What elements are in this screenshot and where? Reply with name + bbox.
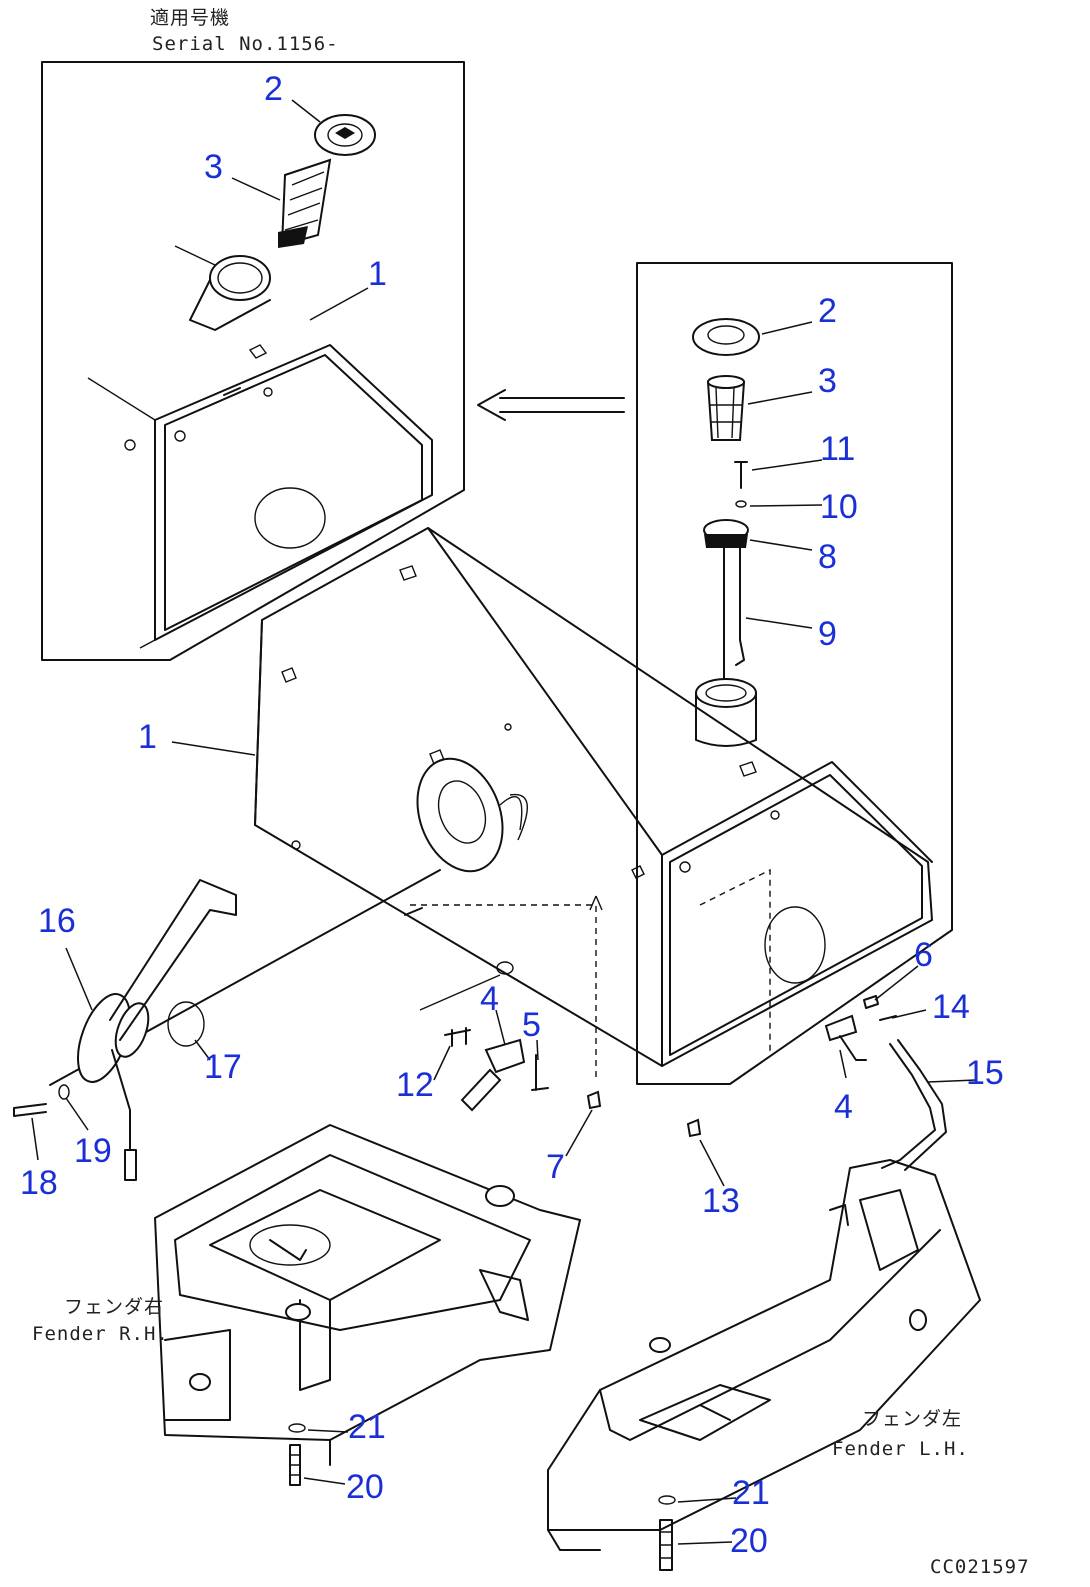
callout-9: 9 <box>818 615 837 653</box>
callout-10: 10 <box>820 488 858 526</box>
right-screw <box>734 461 748 508</box>
right-strainer <box>706 375 746 441</box>
drawing-code: CC021597 <box>930 1556 1030 1578</box>
fender-lh-label-en: Fender L.H. <box>832 1438 969 1460</box>
fender-rh-label-jp: フェンダ右 <box>64 1296 164 1318</box>
callout-21-right: 21 <box>732 1474 770 1512</box>
callout-8: 8 <box>818 538 837 576</box>
inset-filler-neck <box>174 245 271 331</box>
right-level-gauge <box>703 519 749 681</box>
inset-strainer <box>278 158 332 248</box>
callout-15: 15 <box>966 1054 1004 1092</box>
callout-19: 19 <box>74 1132 112 1170</box>
fender-rh-label-en: Fender R.H. <box>32 1323 169 1345</box>
fender-rh-frame <box>154 1124 581 1466</box>
fender-lh-label-jp: フェンダ左 <box>862 1408 962 1430</box>
callout-4-rear: 4 <box>834 1088 853 1126</box>
callout-16: 16 <box>38 902 76 940</box>
callout-20-left: 20 <box>346 1468 384 1506</box>
callout-3-right: 3 <box>818 362 837 400</box>
callout-12: 12 <box>396 1066 434 1104</box>
inset-tank <box>87 344 433 649</box>
inset-frame-right <box>636 262 953 1085</box>
callout-6: 6 <box>914 936 933 974</box>
drain-plug <box>586 895 702 1138</box>
callout-1-main: 1 <box>138 718 157 756</box>
callout-5: 5 <box>522 1006 541 1044</box>
right-cap <box>692 318 760 356</box>
inset-frame-serial <box>41 61 465 661</box>
bracket-assembly-front <box>419 961 549 1112</box>
callout-17: 17 <box>204 1048 242 1086</box>
callouts: 2 3 1 2 3 11 10 8 9 1 16 17 4 5 12 6 14 … <box>20 70 1004 1560</box>
callout-4-front: 4 <box>480 980 499 1018</box>
fender-bolt-left <box>288 1423 306 1486</box>
callout-20-right: 20 <box>730 1522 768 1560</box>
sender-bolt <box>13 1084 70 1117</box>
leader-lines <box>31 99 977 1545</box>
callout-21-left: 21 <box>348 1408 386 1446</box>
serial-label-en: Serial No.1156- <box>152 33 339 55</box>
view-direction-arrow <box>477 389 625 421</box>
fender-bolt-right <box>658 1495 676 1571</box>
callout-2-right: 2 <box>818 292 837 330</box>
bracket-assembly-rear <box>824 995 947 1171</box>
callout-14: 14 <box>932 988 970 1026</box>
callout-1-inset: 1 <box>368 255 387 293</box>
callout-7: 7 <box>546 1148 565 1186</box>
fuel-level-sender <box>49 869 441 1181</box>
right-filler-neck <box>695 678 757 747</box>
callout-11: 11 <box>820 430 855 468</box>
fender-lh-frame <box>547 1159 981 1551</box>
callout-13: 13 <box>702 1182 740 1220</box>
callout-2-inset: 2 <box>264 70 283 108</box>
inset-cap <box>314 114 376 156</box>
callout-3-inset: 3 <box>204 148 223 186</box>
serial-label-jp: 適用号機 <box>150 7 230 29</box>
fuel-tank <box>254 527 933 1080</box>
callout-18: 18 <box>20 1164 58 1202</box>
